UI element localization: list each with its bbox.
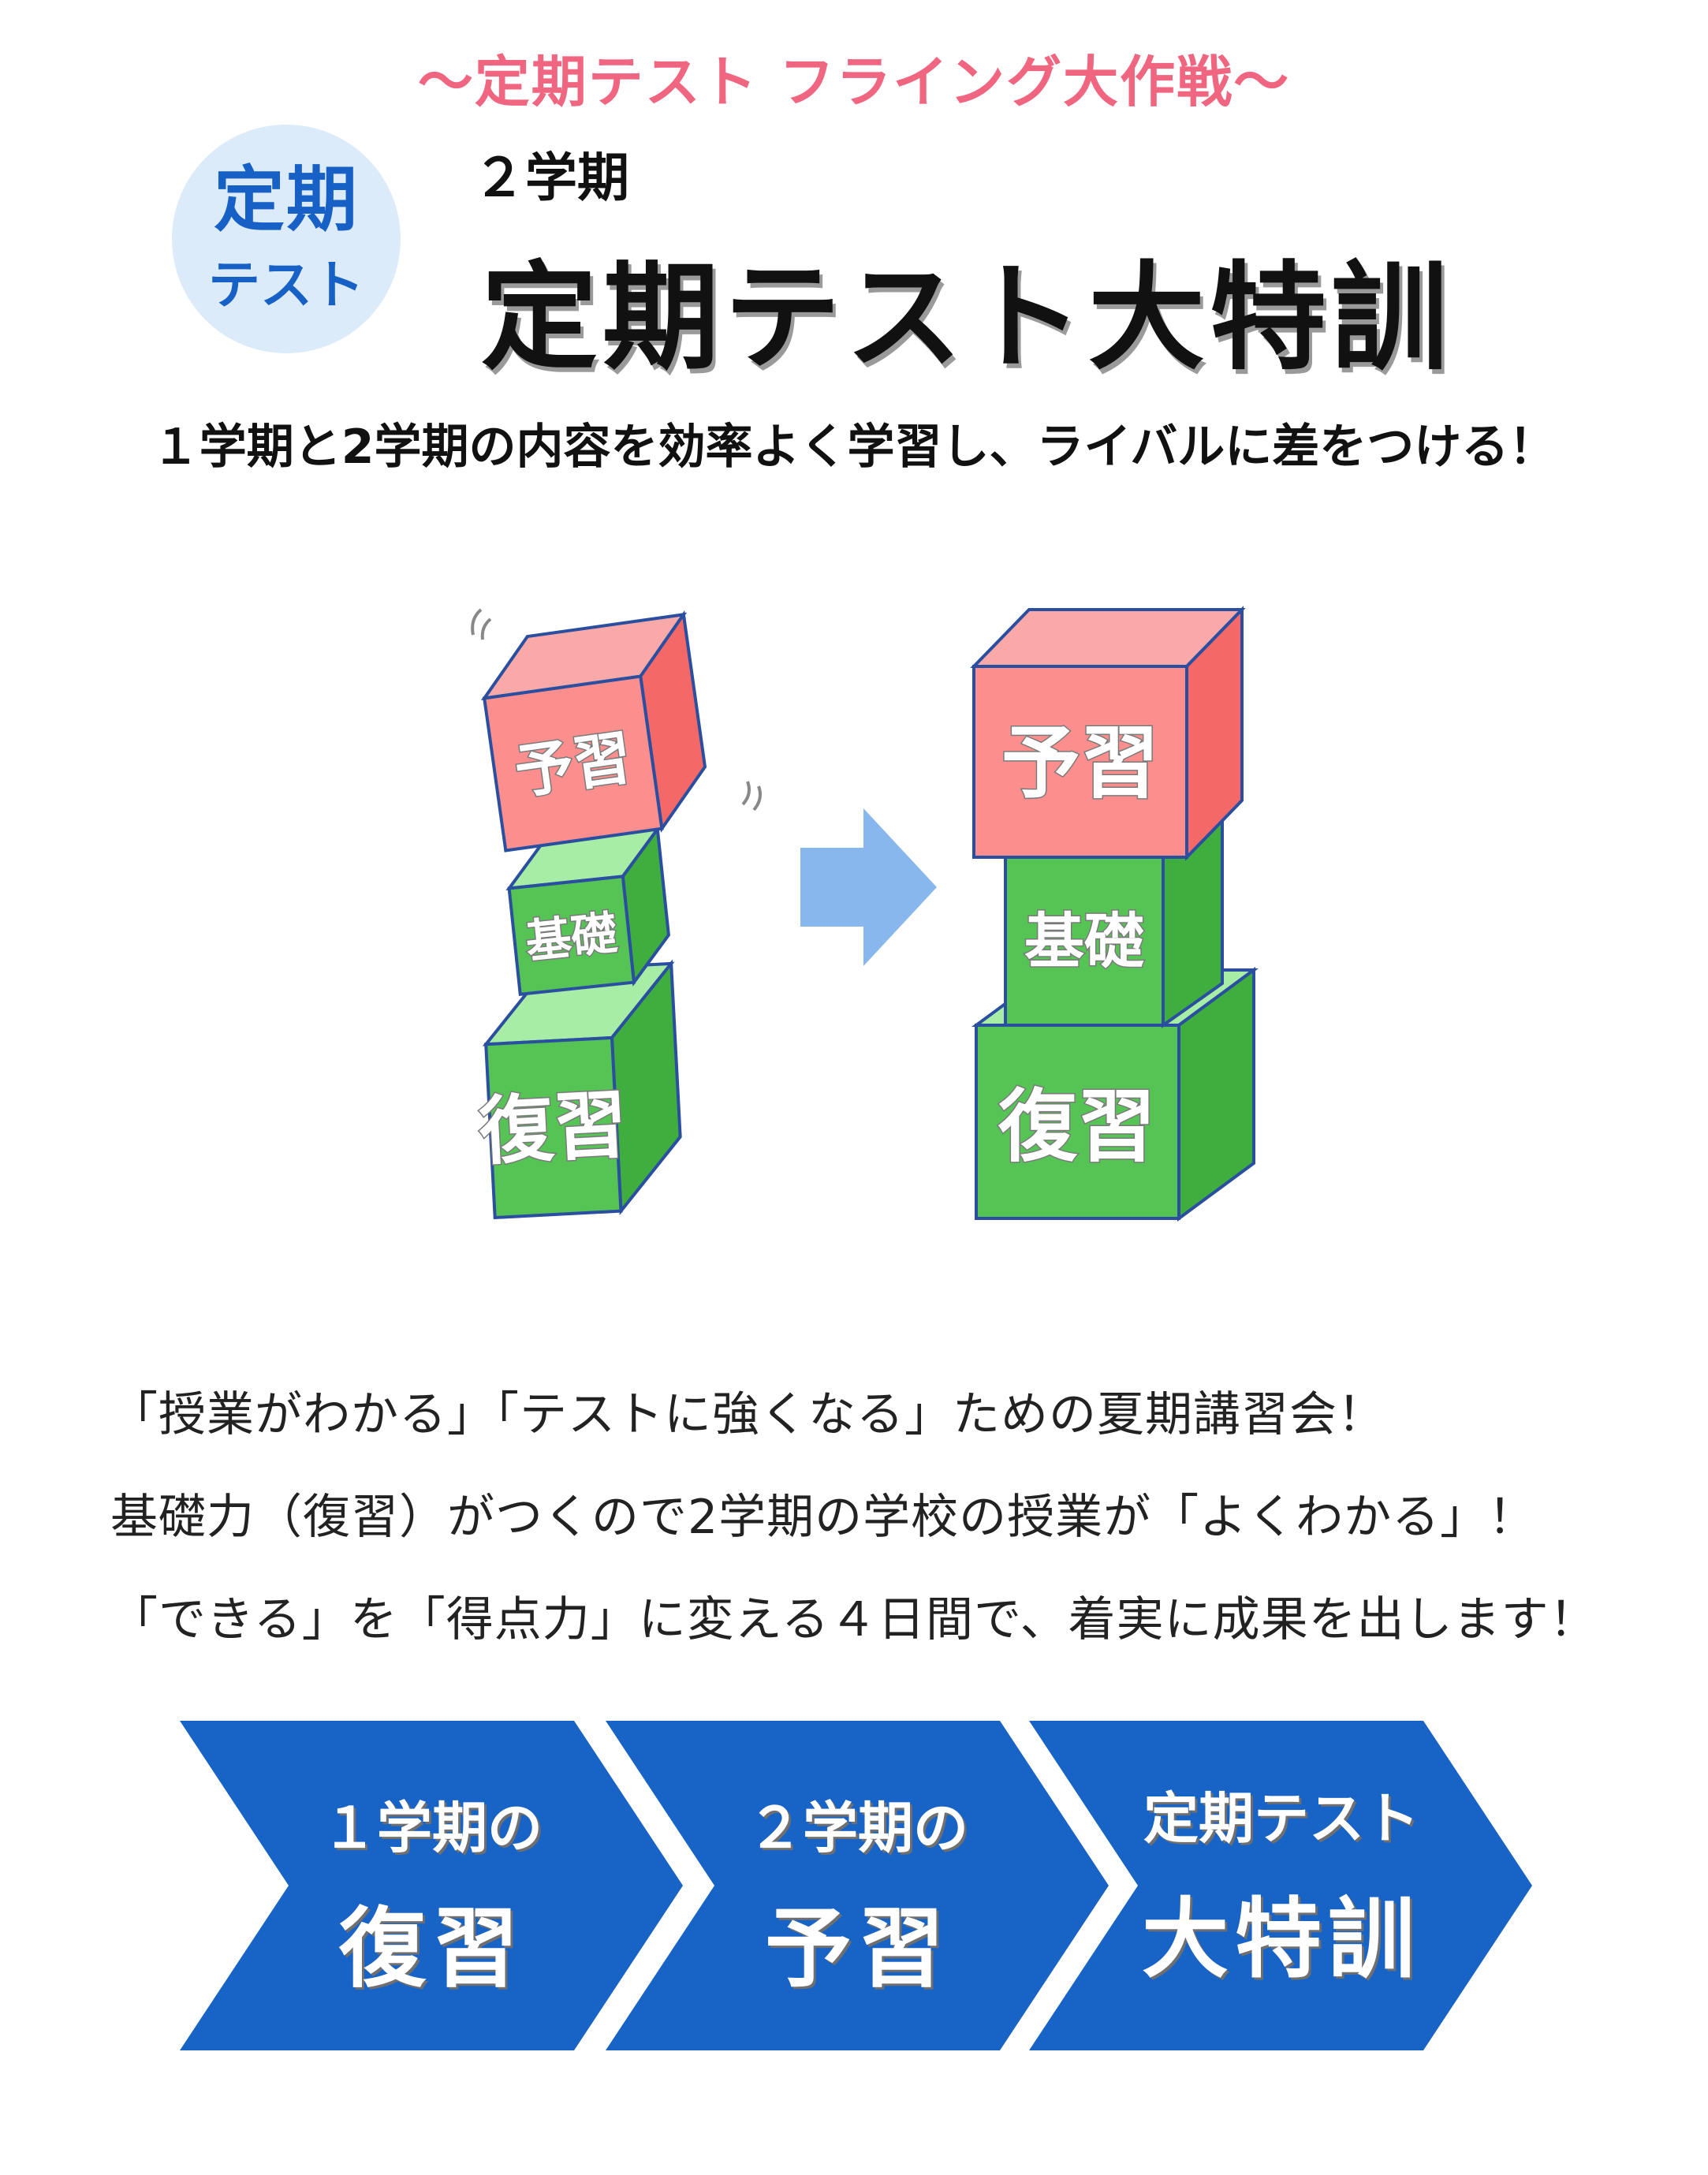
term-label: ２学期 — [473, 147, 629, 208]
step-1-line2: 復習 — [339, 1898, 525, 1999]
subtitle: １学期と2学期の内容を効率よく学習し、ライバルに差をつける！ — [151, 420, 1557, 475]
step-3-line2: 大特訓 — [1142, 1889, 1421, 1990]
step-1-line1: １学期の — [322, 1796, 543, 1860]
badge-line1: 定期 — [214, 159, 359, 241]
before-block-basics: 基礎 — [505, 825, 670, 996]
wobble-mark — [752, 785, 762, 811]
description-line-3: 「できる」を「得点力」に変える４日間で、着実に成果を出します！ — [110, 1592, 1598, 1647]
step-2-line2: 予習 — [765, 1898, 951, 1999]
blocks-illustration: 復習 基礎 予習 復習 — [471, 606, 1259, 1222]
wobble-mark — [741, 781, 751, 806]
step-chevron-2 — [606, 1721, 1109, 2050]
step-3-text: 定期テスト 大特訓 — [1029, 1774, 1534, 1994]
before-block-preview: 予習 — [480, 610, 707, 852]
before-basics-label: 基礎 — [523, 906, 619, 969]
before-review-label: 復習 — [476, 1082, 629, 1176]
after-basics-label: 基礎 — [1024, 906, 1144, 976]
step-2-line1: ２学期の — [748, 1796, 968, 1860]
right-arrow-icon — [800, 808, 937, 966]
step-chevron-1 — [180, 1721, 683, 2050]
before-stack: 復習 基礎 予習 — [471, 608, 762, 1220]
before-block-review: 復習 — [475, 959, 682, 1220]
badge-line2: テスト — [208, 255, 364, 315]
description-line-2: 基礎力（復習）がつくので2学期の学校の授業が「よくわかる」！ — [110, 1490, 1537, 1545]
wobble-mark — [471, 608, 483, 636]
after-review-label: 復習 — [998, 1080, 1156, 1173]
description-line-1: 「授業がわかる」「テストに強くなる」ための夏期講習会！ — [110, 1387, 1385, 1442]
wobble-mark — [480, 617, 492, 640]
after-preview-label: 予習 — [1001, 717, 1159, 809]
step-chevron-3 — [1029, 1721, 1532, 2050]
step-2-text: ２学期の 予習 — [606, 1784, 1110, 2004]
after-stack: 復習 基礎 予習 — [970, 606, 1259, 1222]
before-preview-label: 予習 — [511, 724, 636, 808]
test-badge: 定期 テスト — [172, 125, 401, 353]
step-1-text: １学期の 復習 — [180, 1784, 684, 2004]
tagline: ～定期テスト フライング大作戦～ — [417, 50, 1291, 114]
page-title: 定期テスト大特訓 — [481, 250, 1453, 386]
after-block-preview: 予習 — [970, 606, 1246, 861]
step-3-line1: 定期テスト — [1143, 1786, 1419, 1851]
